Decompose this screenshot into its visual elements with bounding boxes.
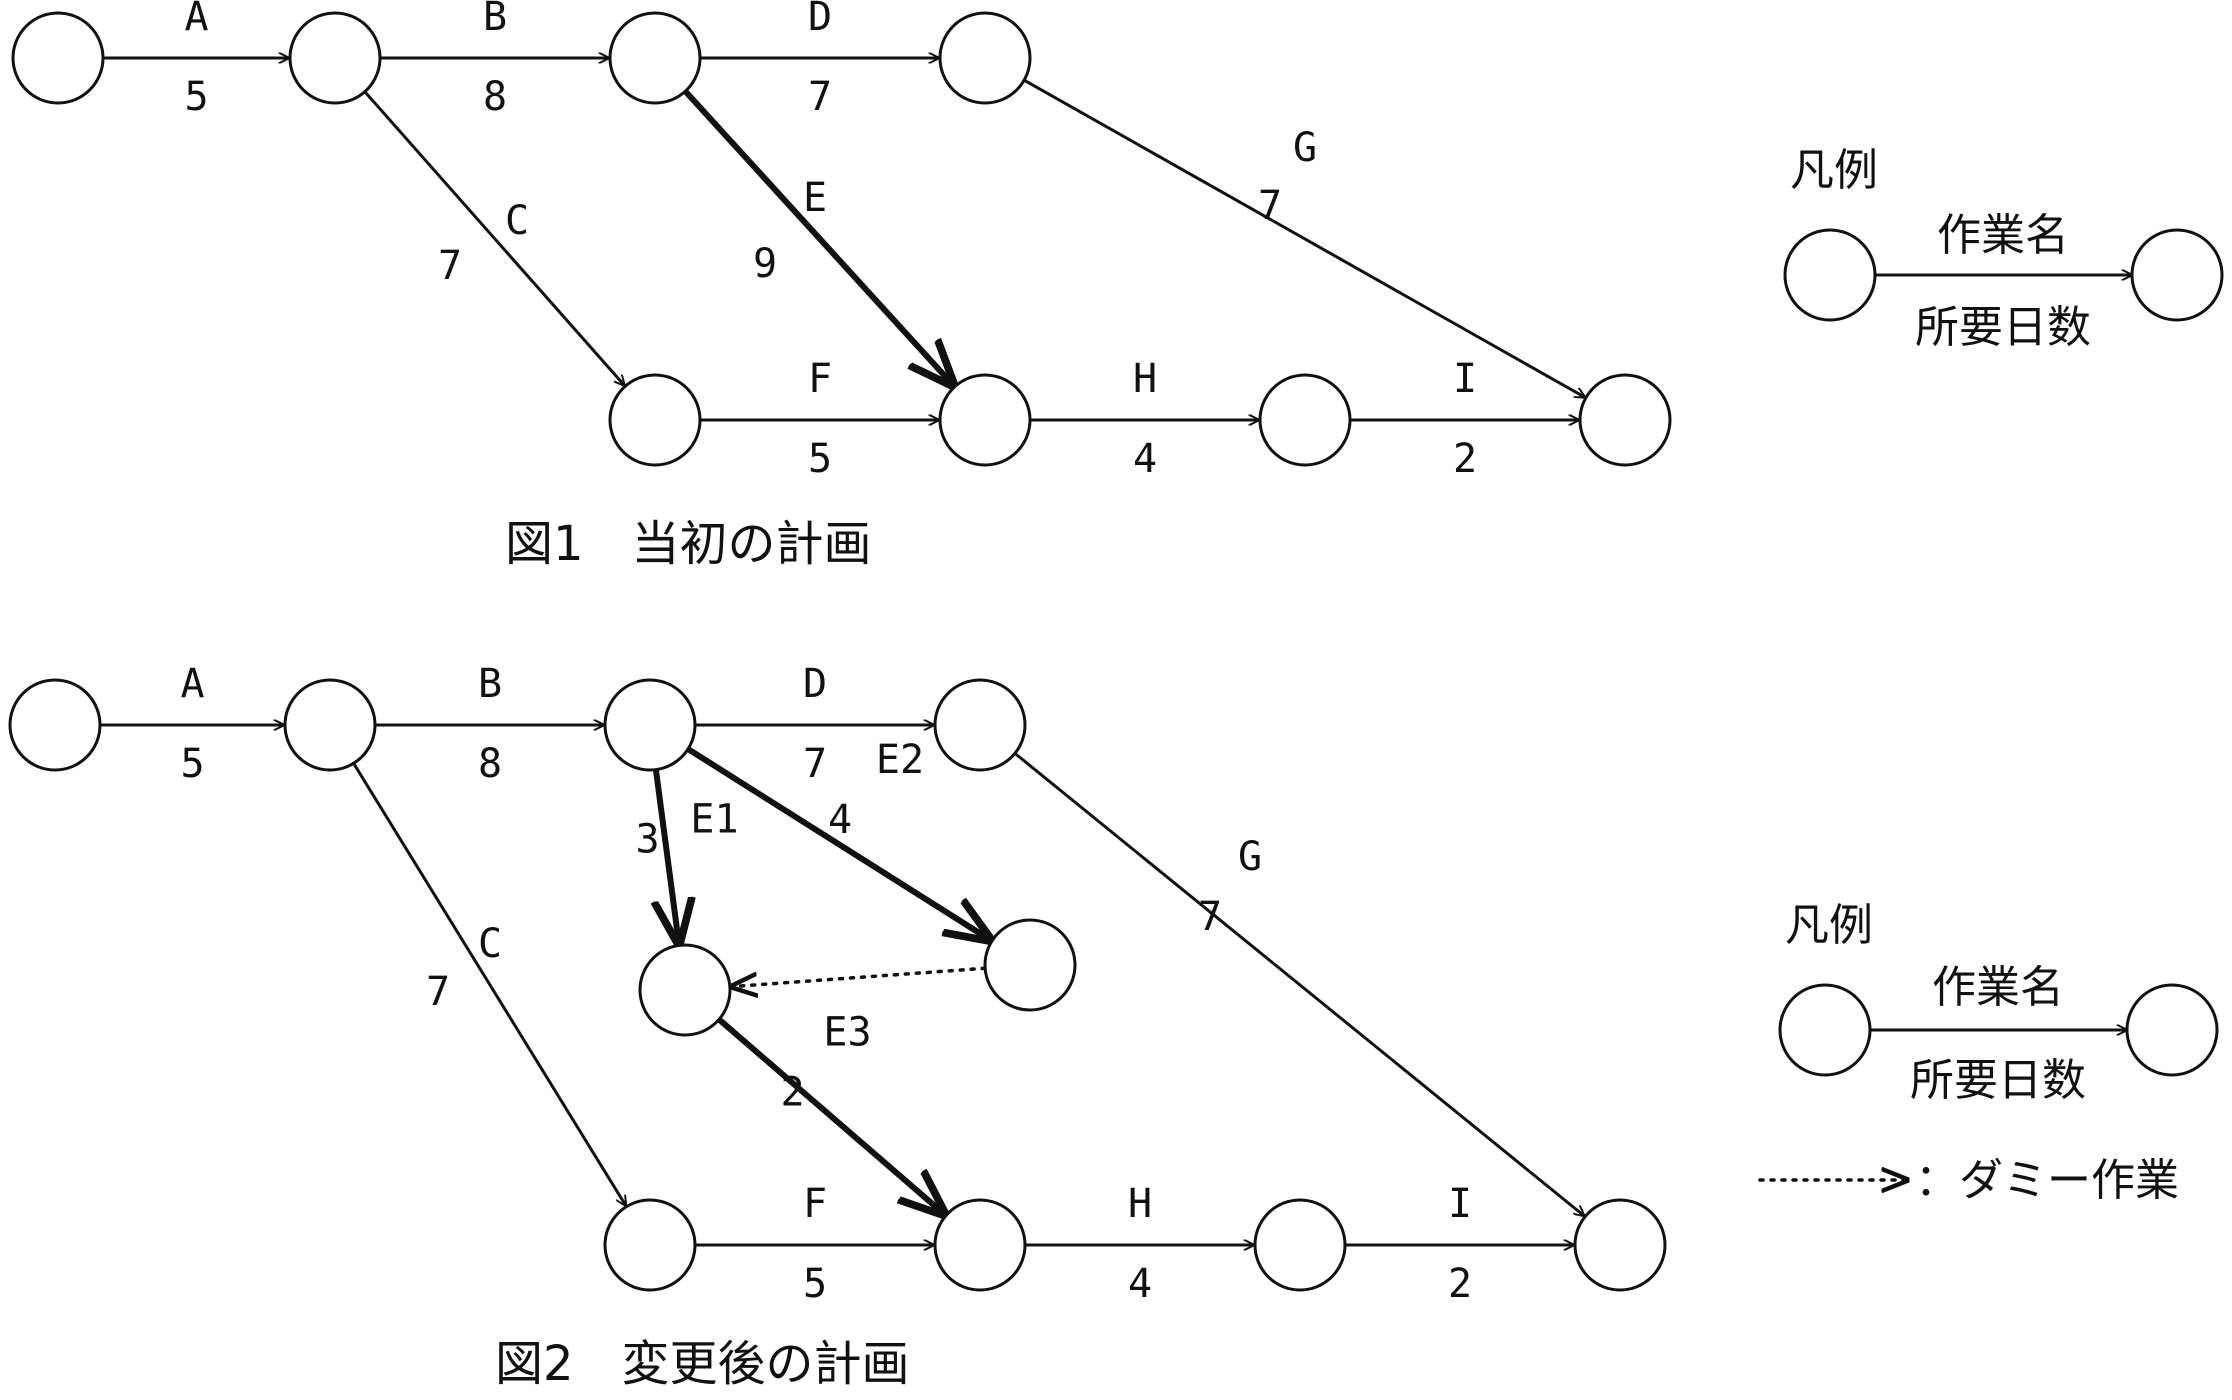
arrow-m3-m5	[656, 769, 679, 945]
legend2: 凡例 作業名 所要日数 ：ダミー作業	[1758, 900, 2219, 1206]
arrow-m2-m7	[352, 762, 626, 1205]
task-days-C: 7	[438, 243, 462, 289]
task-days-A: 5	[184, 74, 208, 120]
node-m1	[8, 678, 102, 772]
node-m10	[1573, 1198, 1667, 1292]
node-m3	[603, 678, 697, 772]
fig2-edges	[100, 725, 1584, 1245]
task-days-C: 7	[426, 969, 450, 1015]
node-m6	[983, 918, 1077, 1012]
node-n3	[608, 11, 702, 105]
node-n7	[1258, 373, 1352, 467]
arrow-m4-m10	[1013, 752, 1584, 1216]
figure2-caption: 図2 変更後の計画	[495, 1336, 910, 1392]
task-days-A: 5	[180, 741, 204, 787]
node-m4	[933, 678, 1027, 772]
legend2-dummy-label: ：ダミー作業	[1915, 1155, 2179, 1206]
arrow-n2-n5	[363, 90, 625, 386]
task-name-D: D	[803, 661, 827, 707]
legend2-required-days: 所要日数	[1910, 1055, 2086, 1106]
task-name-E: E	[803, 175, 827, 221]
task-days-I: 2	[1453, 436, 1477, 482]
node-n2	[288, 11, 382, 105]
node-m9	[1253, 1198, 1347, 1292]
task-days-I: 2	[1448, 1261, 1472, 1307]
task-name-H: H	[1133, 356, 1157, 402]
task-days-B: 8	[478, 741, 502, 787]
task-name-E2: E2	[876, 737, 924, 783]
legend2-work-name: 作業名	[1932, 962, 2064, 1013]
fig2-nodes	[8, 678, 1667, 1292]
task-name-A: A	[180, 661, 204, 707]
legend1-node-right	[2130, 228, 2224, 322]
task-name-B: B	[483, 0, 507, 40]
task-days-H: 4	[1133, 436, 1157, 482]
node-n4	[938, 11, 1032, 105]
task-name-I: I	[1453, 356, 1477, 402]
task-days-F: 5	[808, 436, 832, 482]
task-name-G: G	[1238, 834, 1262, 880]
fig1-nodes	[11, 11, 1672, 467]
node-n1	[11, 11, 105, 105]
figure1-caption: 図1 当初の計画	[505, 516, 872, 572]
arrow-m3-m6	[686, 746, 991, 940]
node-m8	[933, 1198, 1027, 1292]
node-m7	[603, 1198, 697, 1292]
node-n8	[1578, 373, 1672, 467]
arrow-n3-n6	[683, 89, 954, 386]
task-name-B: B	[478, 661, 502, 707]
task-name-C: C	[478, 921, 502, 967]
task-days-E3: 2	[780, 1070, 804, 1116]
arrow-n4-n8	[1023, 78, 1585, 397]
task-days-G: 7	[1198, 894, 1222, 940]
task-name-D: D	[808, 0, 832, 40]
task-days-D: 7	[808, 74, 832, 120]
task-name-C: C	[505, 198, 529, 244]
task-days-E1: 3	[635, 817, 659, 863]
legend1-node-left	[1783, 228, 1877, 322]
task-name-I: I	[1448, 1181, 1472, 1227]
task-days-F: 5	[803, 1261, 827, 1307]
task-days-E2: 4	[828, 797, 852, 843]
legend1-required-days: 所要日数	[1915, 302, 2091, 353]
task-name-G: G	[1293, 125, 1317, 171]
node-m5	[638, 943, 732, 1037]
task-name-E3: E3	[823, 1010, 871, 1056]
task-days-H: 4	[1128, 1261, 1152, 1307]
arrow-m5-m8	[717, 1017, 945, 1214]
legend1-title: 凡例	[1790, 145, 1878, 196]
task-name-F: F	[808, 356, 832, 402]
task-name-A: A	[184, 0, 208, 40]
task-name-H: H	[1128, 1181, 1152, 1227]
legend1-work-name: 作業名	[1937, 210, 2069, 261]
task-days-B: 8	[483, 74, 507, 120]
task-name-E1: E1	[690, 797, 738, 843]
dummy-arrow-m6-m5	[731, 966, 987, 986]
node-n5	[608, 373, 702, 467]
task-days-D: 7	[803, 741, 827, 787]
fig1-edges	[103, 58, 1585, 420]
legend1: 凡例 作業名 所要日数	[1783, 145, 2224, 353]
task-days-E: 9	[753, 241, 777, 287]
task-days-G: 7	[1258, 183, 1282, 229]
node-m2	[283, 678, 377, 772]
legend2-title: 凡例	[1785, 900, 1873, 951]
legend2-node-right	[2125, 983, 2219, 1077]
legend2-node-left	[1778, 983, 1872, 1077]
task-name-F: F	[803, 1181, 827, 1227]
node-n6	[938, 373, 1032, 467]
